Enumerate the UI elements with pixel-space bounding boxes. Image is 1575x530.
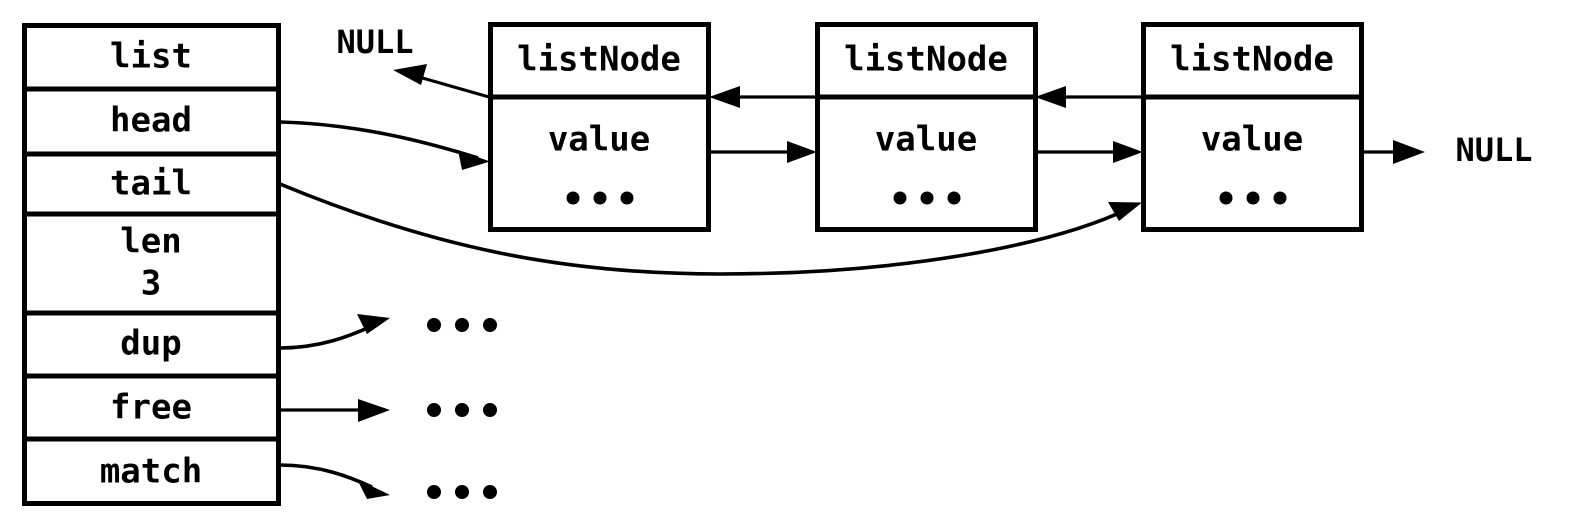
node1-next-pointer bbox=[710, 141, 817, 163]
struct-field-free-label: free bbox=[110, 388, 192, 428]
list-node-1: listNode value bbox=[488, 22, 711, 232]
node1-value-label: value bbox=[548, 120, 650, 160]
free-target bbox=[427, 403, 497, 417]
prev-null-label: NULL bbox=[336, 23, 413, 61]
node1-prev-pointer: NULL bbox=[336, 23, 490, 99]
list-node-2: listNode value bbox=[815, 22, 1038, 232]
dup-pointer-arrowhead bbox=[357, 314, 390, 334]
free-pointer bbox=[280, 399, 497, 422]
head-pointer bbox=[279, 120, 490, 170]
node3-next-arrowhead bbox=[1393, 140, 1425, 164]
node3-prev-arrowhead bbox=[1035, 86, 1066, 108]
node2-value-label: value bbox=[875, 120, 977, 160]
node1-header-label: listNode bbox=[517, 40, 681, 80]
node2-prev-pointer bbox=[709, 86, 816, 108]
match-target bbox=[427, 485, 497, 499]
node1-prev-arrowhead bbox=[393, 64, 427, 85]
match-pointer bbox=[279, 463, 497, 499]
node2-prev-arrowhead bbox=[709, 86, 740, 108]
struct-field-dup-label: dup bbox=[120, 324, 181, 364]
dup-pointer bbox=[279, 314, 497, 350]
struct-field-head-label: head bbox=[110, 101, 192, 141]
dup-target bbox=[427, 318, 497, 332]
struct-field-len-value: 3 bbox=[141, 264, 161, 304]
node3-header-label: listNode bbox=[1170, 40, 1334, 80]
tail-pointer-arrowhead bbox=[1108, 202, 1142, 221]
next-null-label: NULL bbox=[1455, 131, 1532, 169]
free-pointer-arrowhead bbox=[358, 399, 390, 422]
struct-field-type-label: list bbox=[110, 37, 192, 77]
head-pointer-arrowhead bbox=[458, 150, 490, 170]
struct-field-len-label: len bbox=[120, 222, 181, 262]
node1-next-arrowhead bbox=[787, 141, 817, 163]
struct-field-match-label: match bbox=[100, 452, 202, 492]
node1-ellipsis bbox=[566, 191, 634, 205]
tail-pointer bbox=[279, 182, 1142, 276]
struct-field-tail-label: tail bbox=[110, 164, 192, 204]
node3-prev-pointer bbox=[1035, 86, 1142, 108]
list-node-3: listNode value bbox=[1141, 22, 1364, 232]
node2-header-label: listNode bbox=[844, 40, 1008, 80]
node2-next-arrowhead bbox=[1113, 141, 1143, 163]
node3-ellipsis bbox=[1219, 191, 1287, 205]
node3-next-pointer: NULL bbox=[1363, 131, 1533, 169]
list-struct-box: list head tail len 3 dup free match bbox=[22, 23, 281, 506]
node2-next-pointer bbox=[1037, 141, 1143, 163]
node2-ellipsis bbox=[893, 191, 961, 205]
match-pointer-arrowhead bbox=[357, 479, 390, 499]
node3-value-label: value bbox=[1201, 120, 1303, 160]
struct-outline bbox=[22, 23, 281, 506]
